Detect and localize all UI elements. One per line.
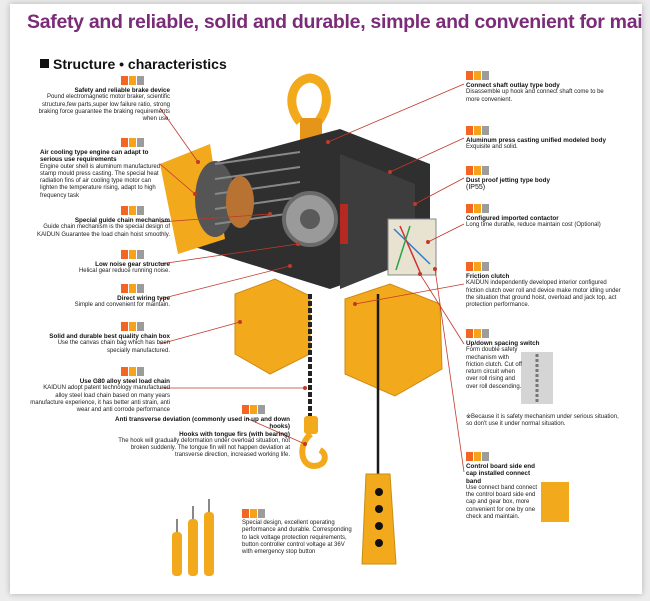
control-wiring (387, 218, 437, 276)
section-title-text: Structure • characteristics (53, 56, 227, 72)
annotation-low-noise: Low noise gear structure Helical gear re… (78, 261, 170, 275)
badge-icon (242, 509, 266, 518)
badge-icon (466, 166, 490, 175)
product-card: Safety and reliable, solid and durable, … (10, 4, 642, 594)
annotation-contactor: Configured imported contactor Long time … (466, 215, 601, 229)
annotation-dust-proof: Dust proof jetting type body (IP55) (466, 177, 550, 192)
annotation-hooks: Anti transverse deviation (commonly used… (115, 416, 290, 459)
badge-icon (121, 138, 145, 147)
annotation-brake: Safety and reliable brake device Pound e… (38, 87, 170, 123)
annotation-guide-chain: Special guide chain mechanism Guide chai… (37, 217, 170, 238)
pendant-variants (172, 499, 214, 576)
badge-icon (121, 322, 145, 331)
badge-icon (466, 71, 490, 80)
badge-icon (121, 250, 145, 259)
badge-icon (121, 206, 145, 215)
bottom-hook-block (304, 416, 318, 434)
badge-icon (121, 284, 145, 293)
annotation-chain-box: Solid and durable best quality chain box… (49, 333, 170, 354)
badge-icon (466, 262, 490, 271)
annotation-load-chain: Use G80 alloy steel load chain KAIDUN ad… (30, 378, 170, 414)
annotation-connect-shaft: Connect shaft outlay type body Disassemb… (466, 82, 604, 103)
annotation-friction-clutch: Friction clutch KAIDUN independently dev… (466, 273, 621, 309)
page-banner: Safety and reliable, solid and durable, … (27, 11, 642, 34)
top-hook (287, 73, 331, 125)
badge-icon (121, 76, 145, 85)
bullet-square-icon (40, 59, 49, 68)
badge-icon (466, 204, 490, 213)
annotation-control-board: Control board side end cap installed con… (466, 463, 538, 521)
red-accent (340, 204, 348, 244)
chain-box-right (344, 283, 443, 397)
annotation-air-cooling: Air cooling type engine can adapt to ser… (40, 149, 161, 199)
badge-icon (466, 126, 490, 135)
annotation-limit-switch: Up/down spacing switch Form double safet… (466, 340, 540, 390)
annotation-safety-note: ※Because it is safety mechanism under se… (466, 414, 619, 428)
pendant-controller (361, 473, 397, 565)
badge-icon (242, 405, 266, 414)
hoist-illustration (160, 73, 569, 576)
badge-icon (121, 367, 145, 376)
motor-winding (226, 176, 254, 228)
annotation-pendant: Special design, excellent operating perf… (242, 520, 352, 556)
annotation-wiring: Direct wiring type Simple and convenient… (74, 295, 170, 309)
control-cap-photo (541, 482, 569, 522)
annotation-aluminum-body: Aluminum press casting unified modeled b… (466, 137, 606, 151)
section-title: Structure • characteristics (40, 56, 227, 72)
leader-lines (159, 83, 465, 473)
badge-icon (466, 329, 490, 338)
banner-title: Safety and reliable, solid and durable, … (27, 11, 642, 33)
badge-icon (466, 452, 490, 461)
